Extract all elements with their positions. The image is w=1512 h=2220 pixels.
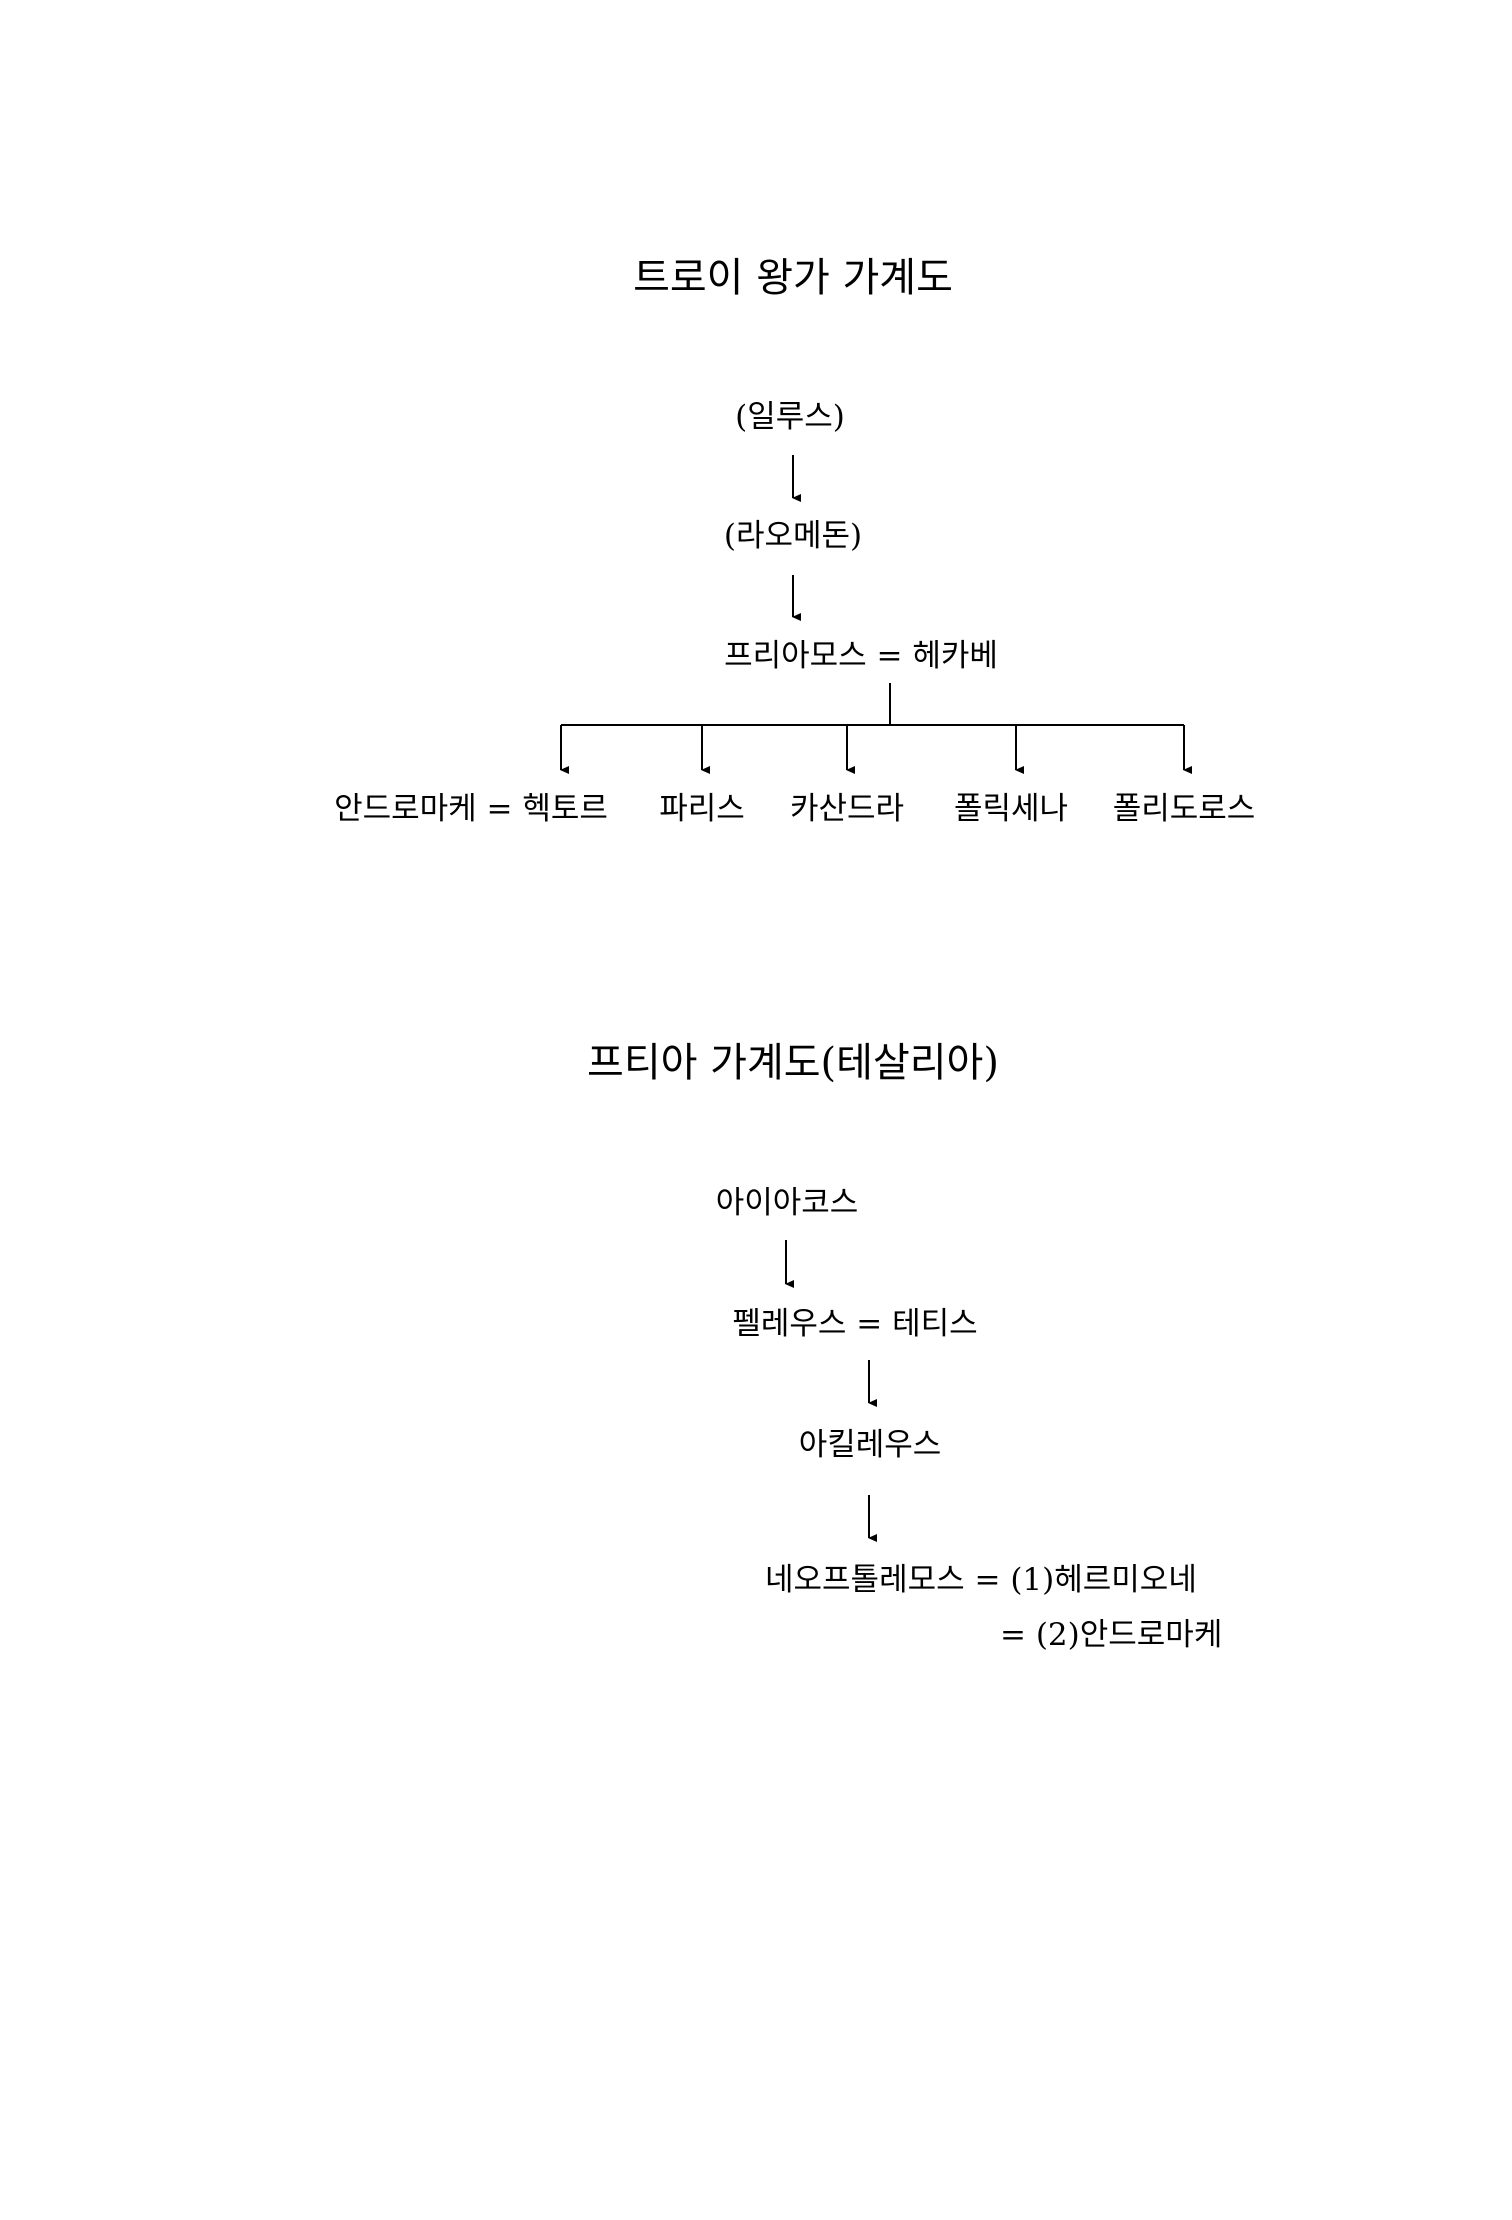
node-polydorus: 폴리도로스 [1112,791,1256,827]
node-aeacus: 아이아코스 [715,1185,859,1221]
troy-title: 트로이 왕가 가계도 [633,255,953,301]
node-neoptolemus: 네오프톨레모스 = (1)헤르미오네 [765,1562,1197,1598]
node-second-wife: = (2)안드로마케 [1000,1617,1223,1653]
phthia-title: 프티아 가계도(테살리아) [587,1040,999,1086]
node-achilles: 아킬레우스 [798,1427,942,1463]
node-andromache-hector: 안드로마케 = 헥토르 [334,791,608,827]
node-paris: 파리스 [659,791,745,827]
node-cassandra: 카산드라 [789,791,905,827]
node-priam-hecuba: 프리아모스 = 헤카베 [724,638,998,674]
node-ilus: (일루스) [735,399,845,435]
node-laomedon: (라오메돈) [723,518,863,554]
node-peleus-thetis: 펠레우스 = 테티스 [732,1306,978,1342]
node-polyxena: 폴릭세나 [953,791,1069,827]
